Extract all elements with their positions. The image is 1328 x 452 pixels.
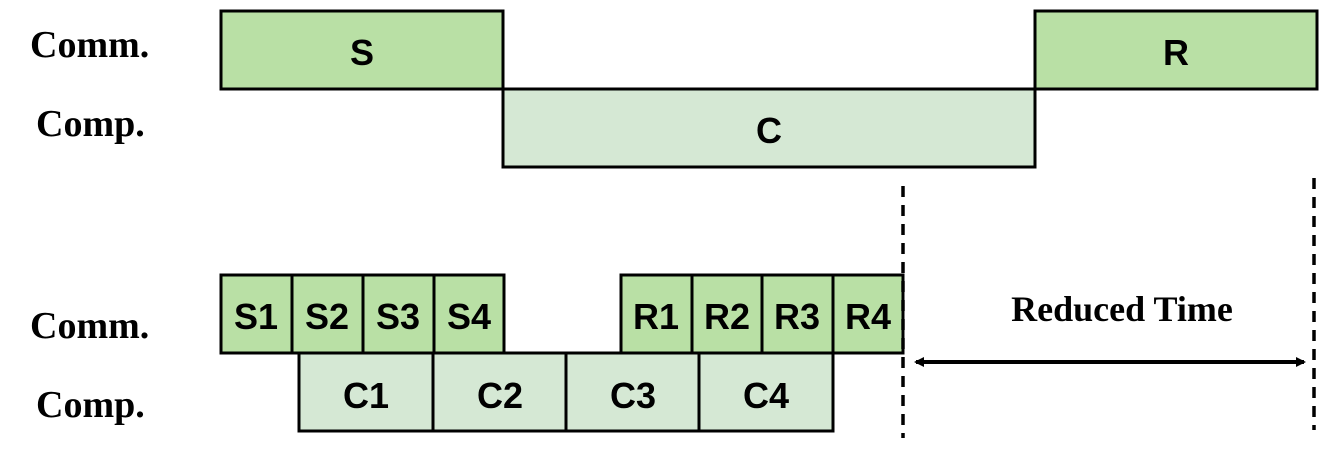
- compute-chunk-block: C2: [431, 351, 568, 433]
- send-chunk-block: S4: [432, 273, 506, 355]
- top-compute-label: C: [756, 110, 782, 151]
- send-chunk-block: S1: [219, 273, 294, 355]
- send-chunk-block: S2: [290, 273, 365, 355]
- top-comp-row-label: Comp.: [36, 103, 145, 145]
- bottom-comp-row-label: Comp.: [36, 384, 145, 426]
- recv-chunk-block: R1: [619, 273, 694, 355]
- compute-chunk-label: C1: [343, 375, 389, 416]
- compute-chunk-label: C4: [743, 375, 789, 416]
- send-chunk-block: S3: [361, 273, 436, 355]
- compute-chunk-label: C3: [610, 375, 656, 416]
- top-send-label: S: [350, 32, 374, 73]
- send-chunk-label: S3: [376, 296, 420, 337]
- send-chunk-label: S2: [305, 296, 349, 337]
- recv-chunk-label: R1: [633, 296, 679, 337]
- top-send-block: S: [219, 9, 505, 91]
- recv-chunk-label: R2: [704, 296, 750, 337]
- top-receive-block: R: [1033, 9, 1319, 91]
- recv-chunk-block: R3: [760, 273, 835, 355]
- top-comm-row-label: Comm.: [30, 24, 149, 66]
- recv-chunk-block: R2: [690, 273, 764, 355]
- recv-chunk-label: R3: [774, 296, 820, 337]
- send-chunk-label: S1: [234, 296, 278, 337]
- top-compute-block: C: [501, 87, 1037, 169]
- compute-chunk-block: C1: [297, 351, 435, 433]
- bottom-comm-row-label: Comm.: [30, 305, 149, 347]
- recv-chunk-block: R4: [831, 273, 905, 355]
- compute-chunk-label: C2: [477, 375, 523, 416]
- top-receive-label: R: [1163, 32, 1189, 73]
- reduced-time-label: Reduced Time: [1011, 289, 1233, 329]
- send-chunk-label: S4: [447, 296, 491, 337]
- compute-chunk-block: C4: [697, 351, 835, 433]
- recv-chunk-label: R4: [845, 296, 891, 337]
- compute-chunk-block: C3: [564, 351, 701, 433]
